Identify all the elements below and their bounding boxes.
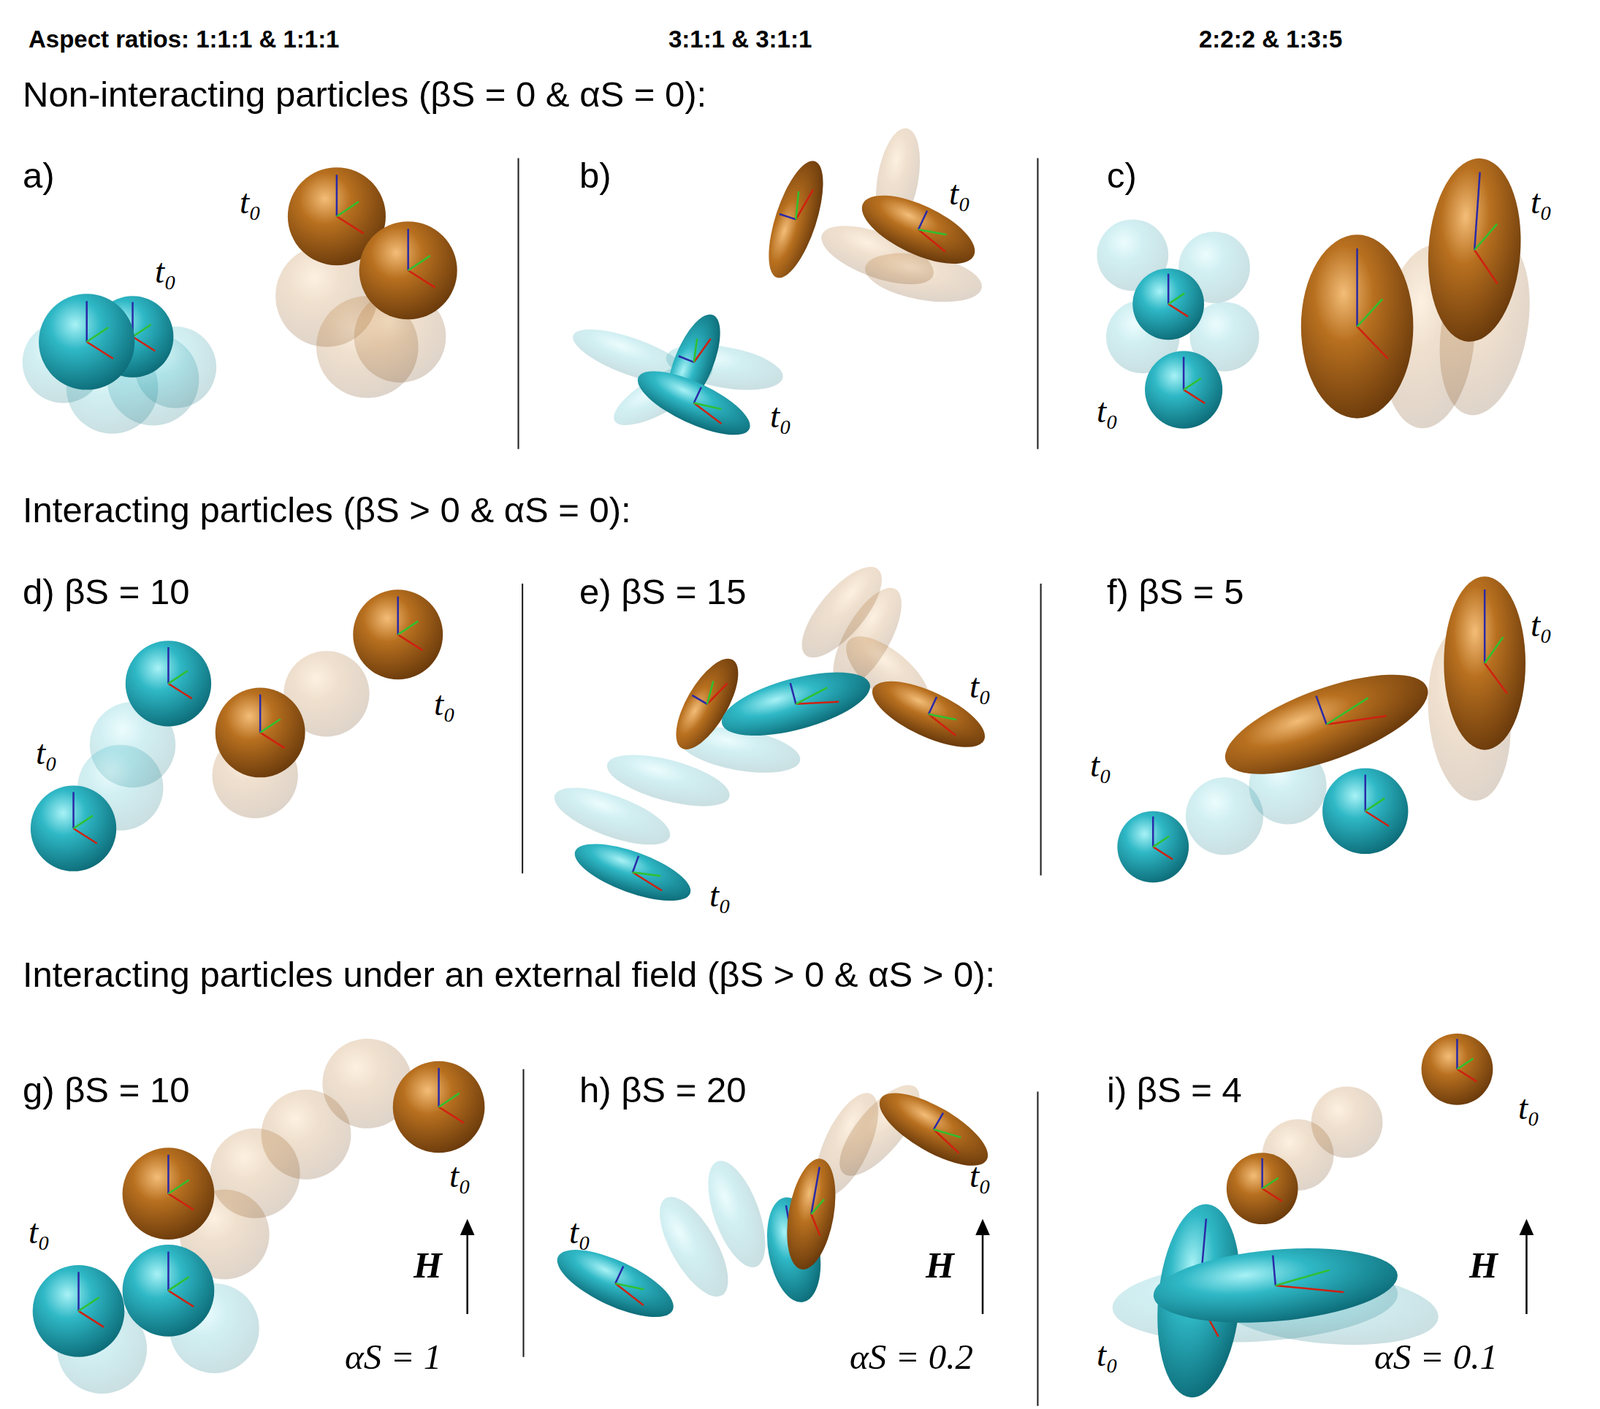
particle [1443,576,1526,750]
field-arrow [467,1226,1527,1315]
particle-trace [696,1153,777,1275]
panel-label: g) βS = 10 [22,1069,190,1111]
panel-label: d) βS = 10 [22,571,190,613]
particle [122,1147,215,1240]
particle [1322,768,1408,855]
particle [125,640,212,727]
particle [548,1236,683,1332]
particle [122,1244,215,1337]
time-label: t₀ [709,875,731,915]
time-label: t₀ [1530,181,1552,222]
particle [779,1155,844,1274]
time-label: t₀ [1530,604,1552,645]
field-label: H [925,1244,955,1288]
time-label: t₀ [28,1212,50,1252]
particle [1226,1152,1299,1225]
particle [629,358,759,448]
particle [1117,810,1189,883]
time-label: t₀ [154,251,177,291]
section-title: Interacting particles under an external … [22,954,996,996]
particle [359,221,458,320]
panel-separator [518,158,1042,1407]
particle [215,687,306,778]
field-label: H [413,1244,443,1288]
particle [393,1061,486,1154]
particle [757,154,835,285]
section-title: Non-interacting particles (βS = 0 & αS =… [22,73,707,115]
particle [30,786,117,872]
particle [32,1265,125,1358]
heading: 2:2:2 & 1:3:5 [1198,25,1343,54]
heading: 3:1:1 & 3:1:1 [668,25,812,54]
parameter-label: αS = 0.1 [1374,1336,1498,1378]
particle [1132,268,1205,340]
time-label: t₀ [770,395,792,436]
panel-label: a) [22,154,55,196]
particle [1421,1033,1494,1106]
parameter-label: αS = 0.2 [849,1336,974,1378]
panel-label: i) βS = 4 [1106,1069,1243,1111]
parameter-label: αS = 1 [344,1336,442,1378]
particle [568,832,698,913]
particle [1422,154,1527,345]
panel-label: b) [579,154,612,196]
time-label: t₀ [949,173,971,213]
particle [38,293,135,390]
time-label: t₀ [969,666,991,706]
section-title: Interacting particles (βS > 0 & αS = 0): [22,489,632,531]
time-label: t₀ [35,732,57,773]
time-label: t₀ [1096,390,1118,431]
particle [1150,1239,1401,1333]
particle [715,659,876,749]
time-label: t₀ [569,1212,591,1252]
particle [352,589,443,680]
time-label: t₀ [239,181,261,222]
particle [1213,654,1440,795]
time-label: t₀ [449,1155,471,1196]
field-label: H [1469,1244,1498,1288]
particle [1144,351,1223,429]
time-label: t₀ [1518,1087,1540,1128]
panel-label: c) [1106,154,1137,196]
particle [1301,234,1414,418]
panel-label: e) βS = 15 [579,571,746,613]
panel-label: h) βS = 20 [579,1069,746,1111]
time-label: t₀ [1090,745,1112,785]
time-label: t₀ [433,683,456,724]
heading: Aspect ratios: 1:1:1 & 1:1:1 [28,25,339,54]
time-label: t₀ [1096,1334,1118,1375]
time-label: t₀ [969,1155,991,1196]
panel-label: f) βS = 5 [1106,571,1245,613]
